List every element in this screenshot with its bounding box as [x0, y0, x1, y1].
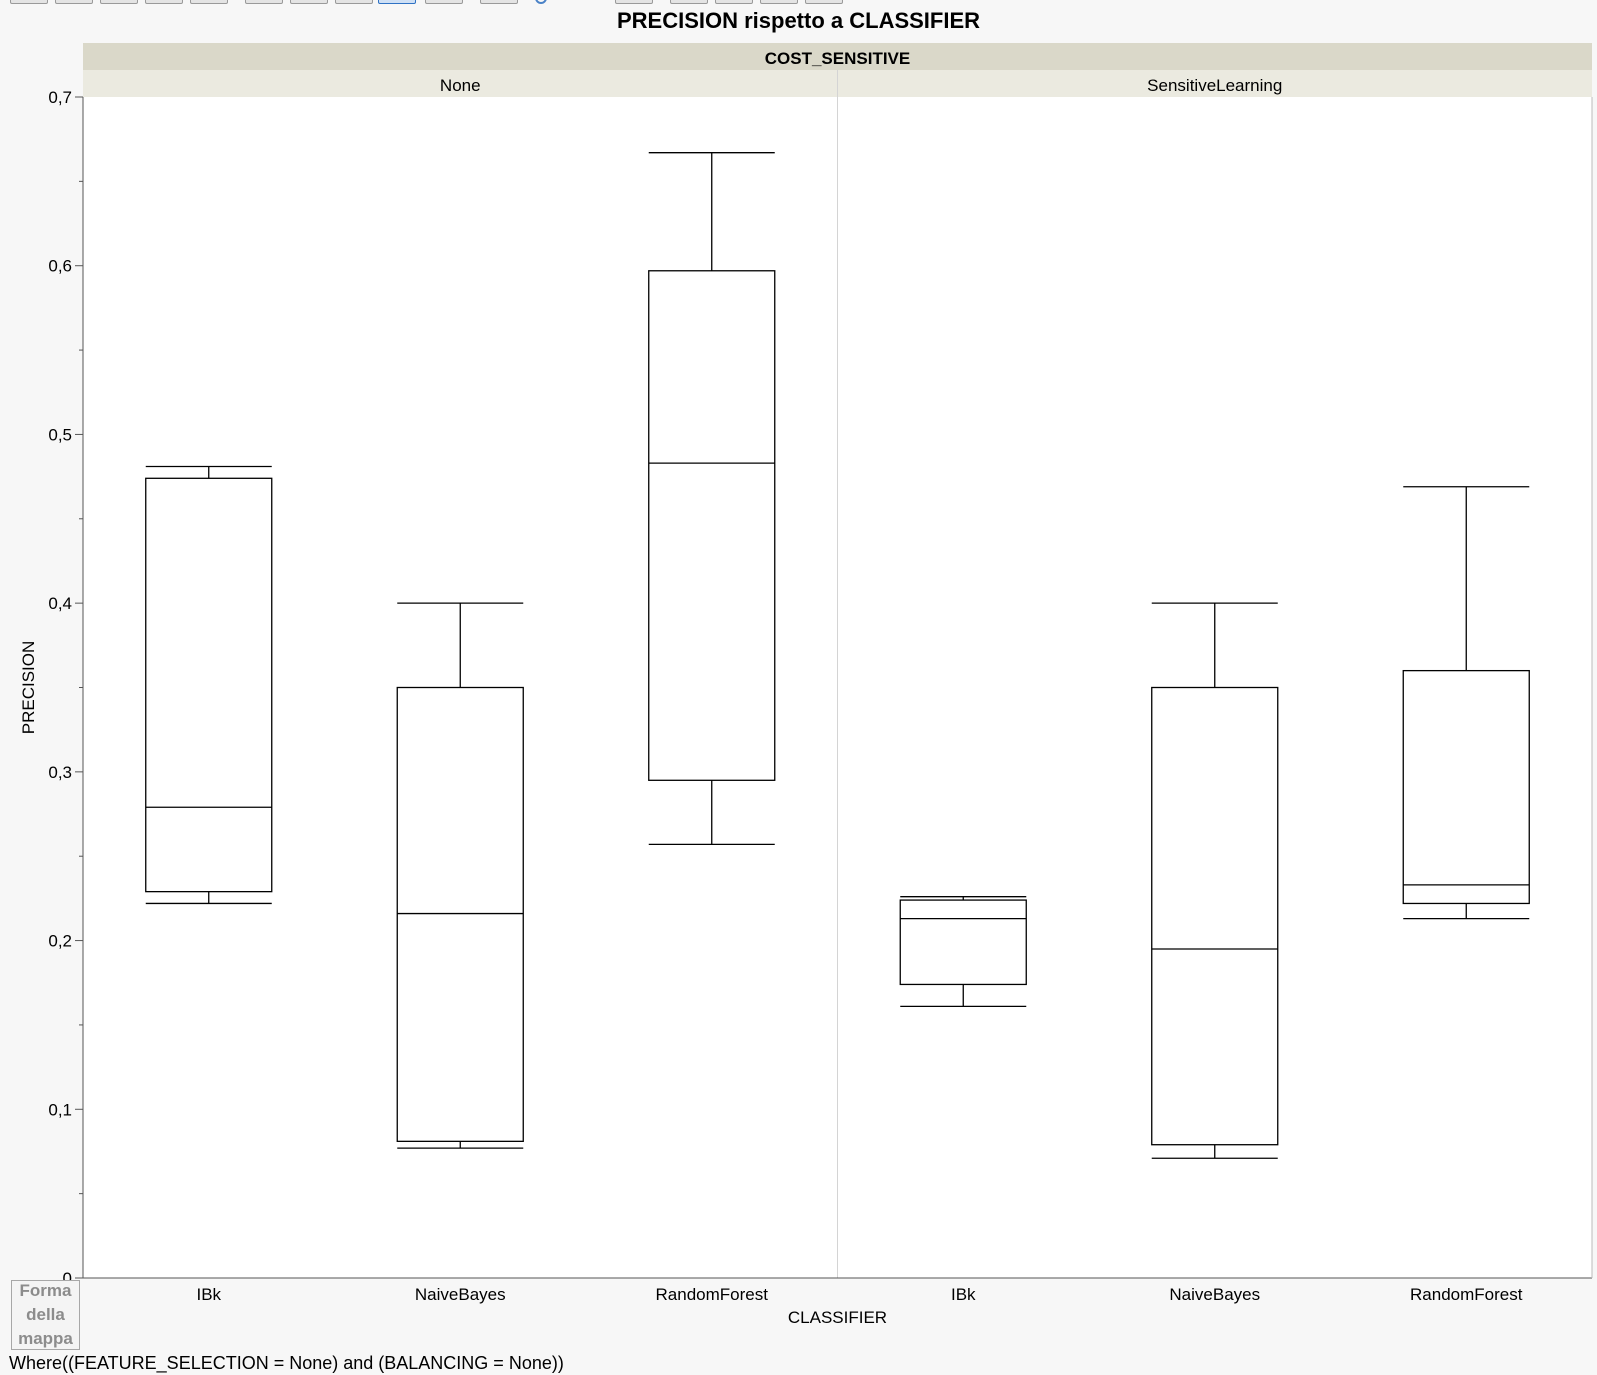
x-tick-label: NaiveBayes — [415, 1285, 506, 1304]
map-shape-button[interactable]: Forma della mappa — [11, 1280, 80, 1350]
box-iqr — [396, 686, 524, 1142]
y-tick-label: 0,5 — [48, 425, 72, 444]
toolbar-button[interactable] — [145, 0, 183, 4]
y-tick-label: 0,3 — [48, 763, 72, 782]
toolbar-button[interactable] — [615, 0, 653, 4]
box-iqr — [1151, 686, 1279, 1146]
group-header-bar — [83, 43, 1592, 70]
box-iqr — [145, 477, 273, 893]
y-tick-label: 0 — [63, 1269, 72, 1288]
panel-header-bar — [837, 70, 1592, 97]
map-shape-label: Forma della mappa — [18, 1281, 73, 1348]
toolbar-button[interactable] — [100, 0, 138, 4]
toolbar-button[interactable] — [425, 0, 463, 4]
x-tick-label: RandomForest — [1410, 1285, 1523, 1304]
y-tick-label: 0,1 — [48, 1100, 72, 1119]
where-clause: Where((FEATURE_SELECTION = None) and (BA… — [9, 1353, 564, 1373]
y-tick-label: 0,7 — [48, 88, 72, 107]
toolbar-button[interactable] — [55, 0, 93, 4]
group-header-label: COST_SENSITIVE — [765, 49, 910, 68]
toolbar-button[interactable] — [190, 0, 228, 4]
toolbar-button[interactable] — [805, 0, 843, 4]
panel-header-label: SensitiveLearning — [1147, 76, 1282, 95]
panel-header-bar — [83, 70, 838, 97]
toolbar-button[interactable] — [10, 0, 48, 4]
y-tick-label: 0,4 — [48, 594, 72, 613]
x-axis-label: CLASSIFIER — [788, 1308, 887, 1327]
x-tick-label: IBk — [196, 1285, 221, 1304]
x-tick-label: RandomForest — [656, 1285, 769, 1304]
toolbar-button[interactable] — [290, 0, 328, 4]
toolbar — [0, 0, 1597, 6]
toolbar-button[interactable] — [760, 0, 798, 4]
x-tick-label: NaiveBayes — [1169, 1285, 1260, 1304]
toolbar-button[interactable] — [245, 0, 283, 4]
y-axis-label: PRECISION — [19, 641, 38, 735]
toolbar-button[interactable] — [670, 0, 708, 4]
x-tick-label: IBk — [951, 1285, 976, 1304]
box-iqr — [1402, 669, 1530, 905]
box-iqr — [648, 270, 776, 781]
toolbar-button[interactable] — [335, 0, 373, 4]
toolbar-button[interactable] — [480, 0, 518, 4]
toolbar-button-active[interactable] — [378, 0, 416, 4]
box-iqr — [899, 899, 1027, 986]
y-tick-label: 0,6 — [48, 257, 72, 276]
panel-header-label: None — [440, 76, 481, 95]
toolbar-button[interactable] — [715, 0, 753, 4]
chart-title: PRECISION rispetto a CLASSIFIER — [616, 8, 981, 33]
y-tick-label: 0,2 — [48, 932, 72, 951]
